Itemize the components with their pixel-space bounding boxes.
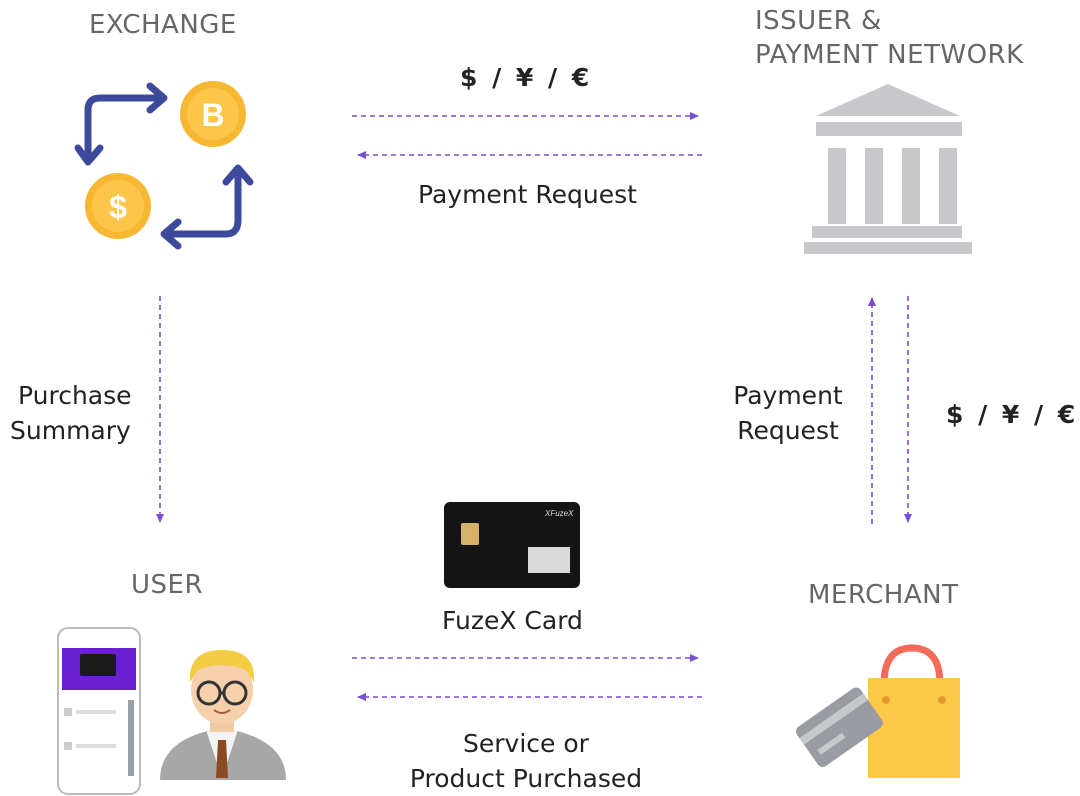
- svg-text:$: $: [109, 189, 127, 225]
- bank-icon: [804, 84, 972, 254]
- bottom-purchase-line1: Service or: [463, 729, 589, 758]
- fuzex-card-label: FuzeX Card: [442, 606, 583, 635]
- shopping-bag-icon: [796, 644, 960, 778]
- right-payment-request-line1: Payment: [733, 381, 843, 410]
- purchase-summary-label: Purchase Summary: [10, 378, 132, 448]
- right-currency-label: $ / ¥ / €: [946, 400, 1079, 429]
- bottom-purchase-label: Service or Product Purchased: [396, 726, 656, 796]
- cycle-arrow-bottom: [162, 166, 242, 238]
- issuer-title-line1: ISSUER &: [755, 6, 882, 36]
- svg-text:B: B: [201, 97, 224, 133]
- credit-card-icon: [796, 687, 883, 767]
- user-avatar-icon: [160, 650, 286, 780]
- fuzex-card-icon: XFuzeX: [444, 502, 580, 588]
- issuer-title-line2: PAYMENT NETWORK: [755, 40, 1024, 70]
- top-currency-label: $ / ¥ / €: [460, 63, 593, 92]
- svg-text:XFuzeX: XFuzeX: [544, 509, 574, 518]
- bottom-purchase-line2: Product Purchased: [409, 764, 643, 793]
- exchange-cycle-icon: B $: [74, 81, 254, 250]
- purchase-summary-line2: Summary: [10, 416, 131, 445]
- cycle-arrow-top: [84, 94, 166, 164]
- right-payment-request-label: Payment Request: [728, 378, 848, 448]
- issuer-title: ISSUER & PAYMENT NETWORK: [755, 4, 1024, 72]
- top-payment-request-label: Payment Request: [418, 180, 637, 209]
- user-title: USER: [131, 570, 204, 600]
- purchase-summary-line1: Purchase: [18, 381, 132, 410]
- smartphone-icon: [57, 627, 141, 795]
- merchant-title: MERCHANT: [808, 580, 959, 610]
- exchange-title: EXCHANGE: [89, 10, 237, 40]
- right-payment-request-line2: Request: [737, 416, 839, 445]
